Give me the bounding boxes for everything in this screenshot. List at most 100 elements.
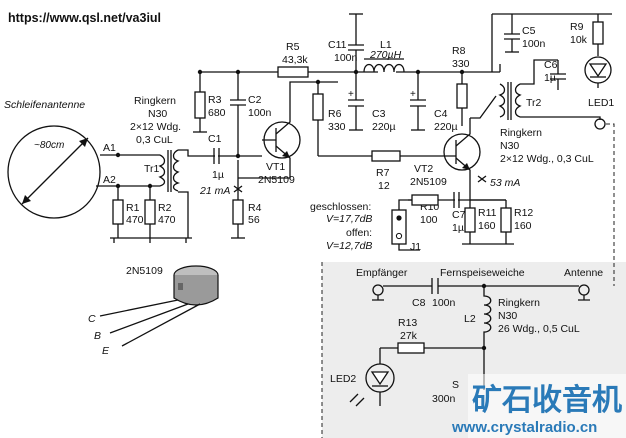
pin-e-label: E (102, 345, 110, 357)
r11-r12-ground (462, 232, 514, 245)
feed-title: Fernspeiseweiche (440, 267, 525, 279)
c3-ref: C3 (372, 108, 386, 120)
led1-label: LED1 (588, 97, 614, 109)
watermark-url: www.crystalradio.cn (451, 419, 597, 436)
jumper-ref: J1 (410, 241, 421, 253)
l2-coil (483, 286, 492, 346)
node-a2: A2 (103, 174, 116, 186)
r4-body (232, 199, 244, 225)
current-2: 53 mA (490, 177, 520, 189)
loop-title: Schleifenantenne (4, 99, 85, 111)
l1-ref: L1 (380, 39, 392, 51)
ringkern1-title: Ringkern (134, 95, 176, 107)
current2-marker (477, 175, 487, 183)
tr2-secondary (520, 59, 601, 120)
c1-plates (213, 148, 220, 164)
vt1-ref: VT1 (266, 161, 285, 173)
l2-ref: L2 (464, 313, 476, 325)
loop-diameter: ~80cm (34, 140, 64, 151)
r8-value: 330 (452, 58, 470, 70)
r2-body (144, 199, 156, 225)
c2-value: 100n (248, 107, 272, 119)
c11-value: 100n (334, 52, 358, 64)
r1-value: 470 (126, 214, 144, 226)
l2-winding: 26 Wdg., 0,5 CuL (498, 323, 580, 335)
c6-wire (550, 60, 566, 90)
jumper-wire (398, 199, 420, 251)
vt2-ref: VT2 (414, 163, 433, 175)
r13-value: 27k (400, 330, 418, 342)
transistor-package-drawing (99, 265, 219, 347)
r10-value: 100 (420, 214, 438, 226)
c8-value: 100n (432, 297, 456, 309)
c4-plus: + (410, 89, 416, 100)
c4-value: 220µ (434, 121, 458, 133)
c3-value: 220µ (372, 121, 396, 133)
current-1: 21 mA (199, 185, 230, 197)
r13-ref: R13 (398, 317, 417, 329)
r9-body (592, 21, 604, 45)
c1-value: 1µ (212, 169, 224, 181)
r9-ref: R9 (570, 21, 584, 33)
r3-value: 680 (208, 107, 226, 119)
junction-c4 (415, 69, 421, 75)
l1-value: 270µH (369, 49, 402, 61)
r10-body (411, 194, 439, 206)
c3-wire (348, 72, 364, 130)
r12-value: 160 (514, 220, 532, 232)
r7-ref: R7 (376, 167, 390, 179)
watermark-bg (468, 374, 626, 438)
l1-coil (363, 63, 405, 73)
r2-value: 470 (158, 214, 176, 226)
pin-b-label: B (94, 330, 101, 342)
c4-wire (410, 72, 426, 130)
c11-wire (348, 14, 364, 72)
package-type: 2N5109 (126, 265, 163, 277)
tr2-label: Tr2 (526, 97, 542, 109)
partial-ref: S (452, 379, 459, 391)
r4-value: 56 (248, 214, 260, 226)
loop-antenna: ~80cm Schleifenantenne (4, 99, 101, 219)
jumper-closed-gain: V=17,7dB (326, 213, 372, 225)
feed-receiver: Empfänger (356, 267, 408, 279)
c7-value: 1µ (452, 222, 464, 234)
r12-ref: R12 (514, 207, 533, 219)
r1-ref: R1 (126, 202, 140, 214)
loop-circle (7, 125, 101, 219)
junction-r8 (459, 69, 465, 75)
jumper-open-label: offen: (346, 227, 372, 239)
r6-body (312, 93, 324, 121)
c6-value: 1µ (544, 72, 556, 84)
r1-body (112, 199, 124, 225)
c3-plus: + (348, 89, 354, 100)
watermark-cn: 矿石收音机 (472, 383, 622, 417)
tr1-label: Tr1 (144, 163, 160, 175)
ringkern1-core: N30 (148, 108, 167, 120)
r11-body (464, 207, 476, 233)
c5-value: 100n (522, 38, 546, 50)
l2-core: N30 (498, 310, 517, 322)
vt2-transistor (442, 118, 481, 186)
ground-tick-1 (113, 238, 187, 243)
vt1-type: 2N5109 (258, 174, 295, 186)
antenna-jack-top (594, 118, 606, 130)
junction-r6 (315, 79, 321, 85)
c8-ref: C8 (412, 297, 426, 309)
junction-a1 (115, 152, 121, 158)
c7-gap (455, 194, 458, 206)
r6-value: 330 (328, 121, 346, 133)
tr1-sec-bottom (178, 191, 189, 238)
ringkern1-winding: 2×12 Wdg. (130, 121, 181, 133)
r7-body (371, 150, 401, 162)
arrow-head-1 (79, 138, 88, 147)
output-dashed-link (606, 123, 615, 286)
r5-ref: R5 (286, 41, 300, 53)
r6-ref: R6 (328, 108, 342, 120)
current1-marker (233, 185, 243, 193)
c5-wire (504, 14, 520, 52)
r13-body (397, 342, 425, 354)
r4-ref: R4 (248, 202, 262, 214)
c2-ref: C2 (248, 94, 262, 106)
ringkern2-winding: 2×12 Wdg., 0,3 CuL (500, 153, 594, 165)
